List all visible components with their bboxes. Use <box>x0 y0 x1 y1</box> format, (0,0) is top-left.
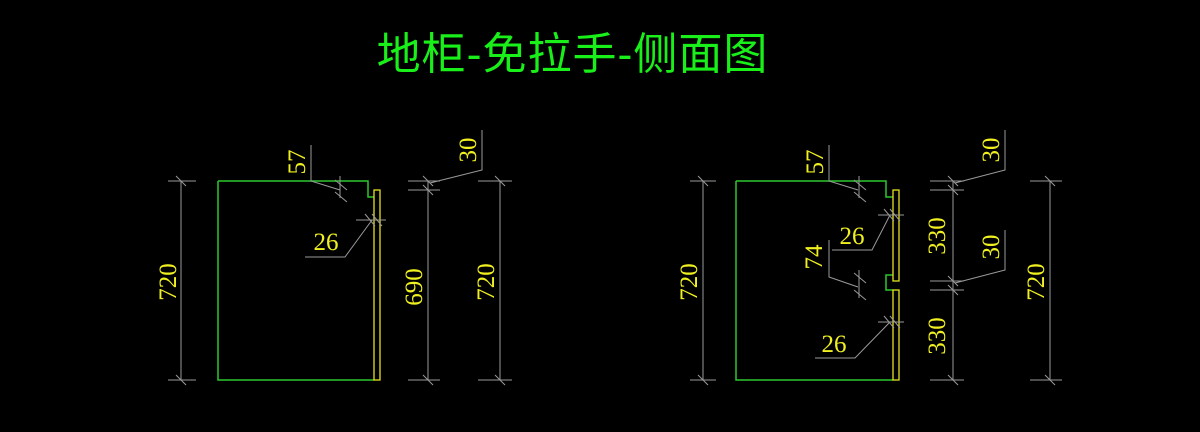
drawing-title: 地柜-免拉手-侧面图 <box>376 29 769 80</box>
left-side-view: 720 57 26 30 690 720 <box>155 130 512 386</box>
dim-notch-depth: 26 <box>314 229 339 256</box>
door-panel <box>373 189 381 381</box>
dim-height-left: 720 <box>676 263 703 301</box>
right-side-view: 720 57 26 74 26 30 330 30 330 720 <box>676 130 1062 386</box>
dim-door-bottom: 330 <box>924 317 951 355</box>
dim-door-gap: 30 <box>455 138 482 163</box>
dimension-lines <box>690 130 1062 386</box>
dim-notch-depth-bottom: 26 <box>822 331 847 358</box>
door-panel-bottom <box>892 289 900 381</box>
cabinet-body <box>735 180 893 381</box>
dim-notch-depth-top: 26 <box>840 223 865 250</box>
dim-height-right: 720 <box>473 263 500 301</box>
dim-door-top: 330 <box>924 217 951 255</box>
dim-height-right: 720 <box>1023 263 1050 301</box>
dim-gap-mid: 30 <box>978 235 1005 260</box>
dim-height-left: 720 <box>155 263 182 301</box>
cabinet-body <box>217 180 374 381</box>
dim-gap-top: 30 <box>978 138 1005 163</box>
dim-door-height: 690 <box>401 268 428 306</box>
dimension-lines <box>168 130 512 386</box>
dim-notch-mid: 74 <box>801 244 828 270</box>
dim-notch-top: 57 <box>802 150 829 175</box>
dim-notch-top: 57 <box>284 150 311 175</box>
door-panel-top <box>892 189 900 282</box>
